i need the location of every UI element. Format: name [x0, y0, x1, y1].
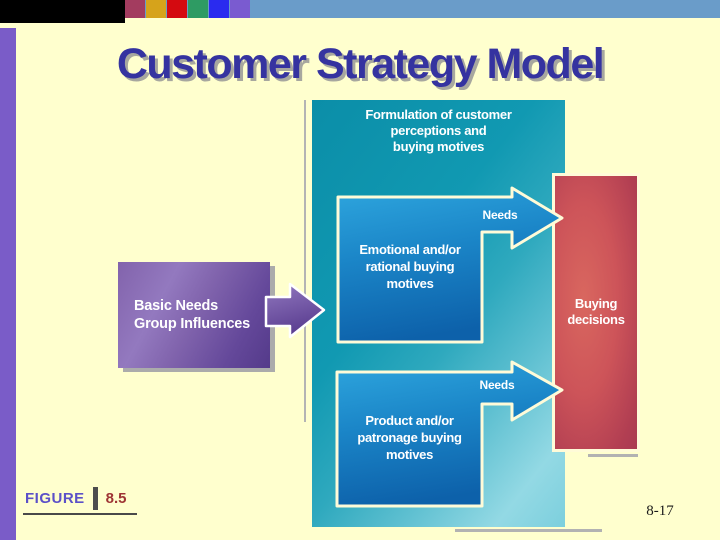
- page-number: 8-17: [646, 503, 674, 519]
- decor-square-blue: [209, 0, 229, 18]
- needs-label-1: Needs: [482, 208, 518, 222]
- slide-title: Customer Strategy Model: [116, 40, 605, 88]
- figure-number: 8.5: [105, 490, 127, 507]
- emotional-motives-label: Emotional and/or rational buying motives: [359, 242, 461, 291]
- decor-squares: [125, 0, 250, 18]
- decor-square-green: [188, 0, 208, 18]
- decor-square-purple: [230, 0, 250, 18]
- decor-square-maroon: [125, 0, 145, 18]
- decor-square-red: [167, 0, 187, 18]
- formulation-label: Formulation of customer perceptions and …: [365, 107, 512, 154]
- top-black-bar: [0, 0, 125, 23]
- product-motives-label: Product and/or patronage buying motives: [357, 413, 462, 462]
- left-accent-bar: [0, 28, 16, 540]
- container-shadow-line: [455, 529, 602, 532]
- buying-decisions-label: Buying decisions: [567, 296, 625, 327]
- decor-square-gold: [146, 0, 166, 18]
- basic-needs-label: Basic Needs Group Influences: [134, 298, 251, 332]
- basic-needs-box: Basic Needs Group Influences: [118, 262, 270, 368]
- figure-caption: FIGURE 8.5: [23, 487, 137, 515]
- needs-label-2: Needs: [479, 378, 515, 392]
- container-left-edge-line: [304, 100, 306, 422]
- figure-divider: [92, 487, 98, 510]
- figure-label: FIGURE: [25, 490, 85, 507]
- output-box-shadow-line: [588, 454, 638, 457]
